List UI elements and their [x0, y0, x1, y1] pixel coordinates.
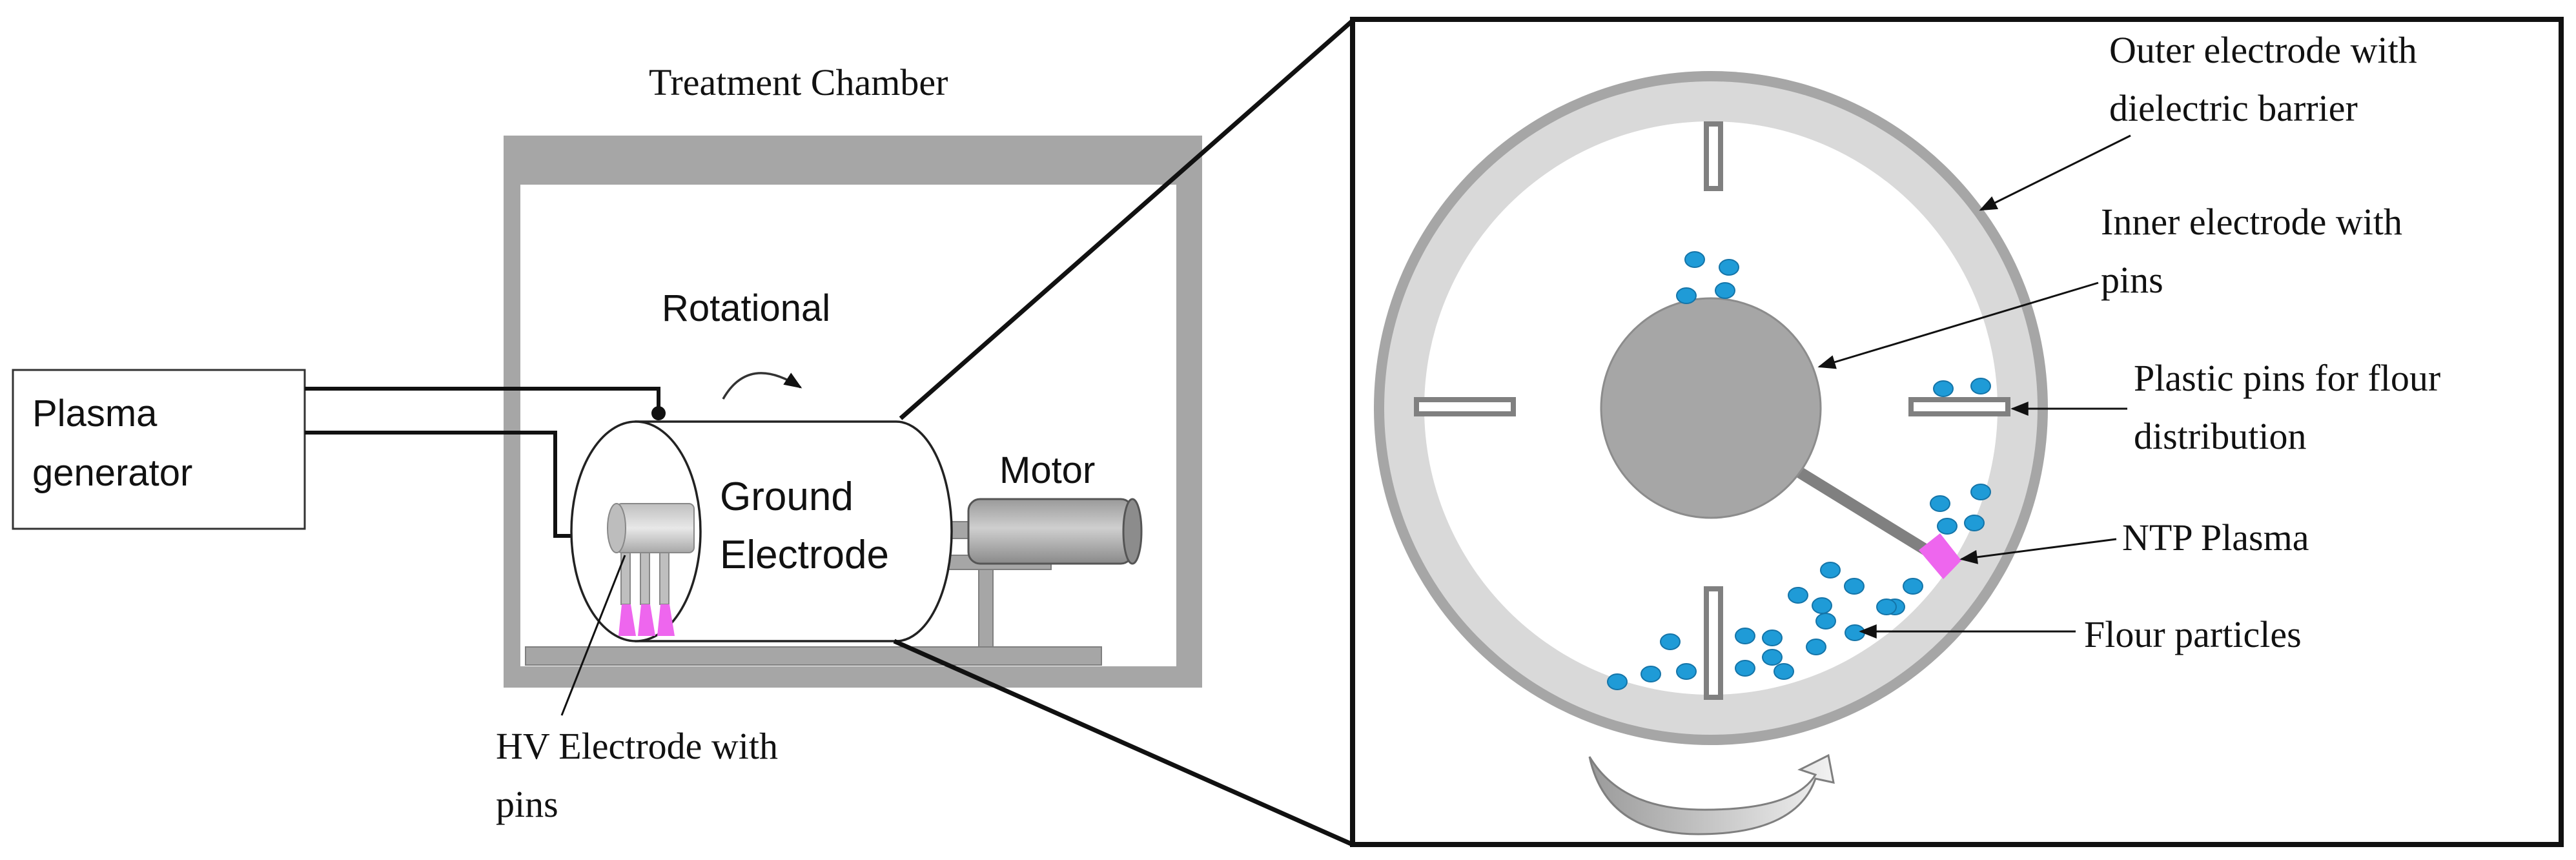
- hv-plasma-glow: [638, 604, 655, 636]
- zoom-line-bottom: [893, 639, 1354, 847]
- flour-particle: [1762, 630, 1783, 646]
- flour-particle: [1762, 649, 1783, 666]
- plastic-pin-bottom: [1704, 586, 1723, 700]
- plastic-pin-left: [1414, 397, 1516, 416]
- hv-electrode-label-line2: pins: [496, 783, 558, 825]
- flour-particle: [1719, 259, 1739, 276]
- flour-particles-label: Flour particles: [2084, 613, 2302, 655]
- wire-junction-top: [651, 406, 666, 420]
- flour-particle: [1933, 380, 1954, 397]
- plastic-pins-label-line1: Plastic pins for flour: [2134, 357, 2440, 399]
- inner-electrode-label-line1: Inner electrode with: [2101, 201, 2402, 243]
- hv-pin: [640, 552, 650, 605]
- inner-electrode-pin: [1795, 466, 1930, 556]
- flour-particle: [1964, 515, 1985, 531]
- ground-electrode-label-line2: Electrode: [720, 533, 889, 577]
- flour-particle: [1820, 562, 1841, 578]
- flour-particle: [1970, 484, 1991, 500]
- motor-label: Motor: [999, 449, 1095, 491]
- plasma-generator-label-line2: generator: [32, 452, 192, 494]
- flour-particle: [1735, 660, 1755, 677]
- flour-particle: [1806, 639, 1826, 655]
- flour-particle: [1715, 282, 1735, 299]
- plasma-generator: Plasma generator: [12, 369, 306, 530]
- flour-particle: [1845, 624, 1865, 641]
- flour-particle: [1735, 628, 1755, 644]
- plastic-pin-right: [1908, 397, 2010, 416]
- flour-particle: [1660, 633, 1681, 650]
- inner-electrode-label-line2: pins: [2101, 259, 2163, 301]
- plastic-pin-top: [1704, 121, 1723, 191]
- inner-electrode-leader: [1817, 282, 2099, 369]
- ntp-plasma: [1919, 533, 1961, 579]
- inner-electrode: [1600, 297, 1930, 556]
- hv-plasma-glow: [657, 604, 675, 636]
- plastic-pins-label-line2: distribution: [2134, 415, 2306, 457]
- zoom-line-top: [899, 19, 1354, 420]
- hv-electrode: [607, 503, 695, 636]
- flour-particle: [1676, 663, 1697, 680]
- outer-electrode-leader: [1979, 134, 2131, 211]
- ntp-plasma-label: NTP Plasma: [2122, 517, 2309, 558]
- ground-electrode-label-line1: Ground: [720, 475, 854, 519]
- rotational-label: Rotational: [662, 287, 830, 329]
- motor: [967, 498, 1143, 565]
- flour-particle: [1970, 378, 1991, 394]
- hv-electrode-leader: [560, 555, 626, 716]
- plastic-pins: [1414, 121, 2010, 700]
- flour-particle: [1641, 666, 1661, 682]
- chamber-title: Treatment Chamber: [649, 61, 948, 103]
- flour-particle: [1903, 578, 1923, 595]
- flour-particle: [1815, 613, 1836, 630]
- outer-electrode-label-line2: dielectric barrier: [2109, 87, 2358, 129]
- flour-particle: [1684, 251, 1705, 268]
- outer-electrode-label-line1: Outer electrode with: [2109, 29, 2417, 71]
- flour-particle: [1607, 673, 1628, 690]
- flour-particles: [1607, 251, 1991, 690]
- rotation-arrow-icon: [1588, 753, 1835, 835]
- plasma-generator-label-line1: Plasma: [32, 393, 158, 435]
- flour-particle: [1930, 495, 1950, 512]
- ntp-plasma-leader: [1959, 538, 2117, 564]
- flour-particle: [1876, 599, 1897, 615]
- base-plate: [525, 646, 1102, 666]
- hv-pin: [659, 552, 670, 605]
- rotational-arrow-icon: [722, 372, 802, 400]
- flour-particle: [1676, 287, 1697, 304]
- hv-plasma-glow: [618, 604, 636, 636]
- flour-particle: [1812, 597, 1832, 614]
- flour-particle: [1937, 518, 1958, 535]
- flour-particle: [1788, 587, 1808, 604]
- hv-electrode-label-line1: HV Electrode with: [496, 725, 778, 767]
- flour-particle: [1844, 578, 1865, 595]
- flour-particle: [1774, 663, 1794, 680]
